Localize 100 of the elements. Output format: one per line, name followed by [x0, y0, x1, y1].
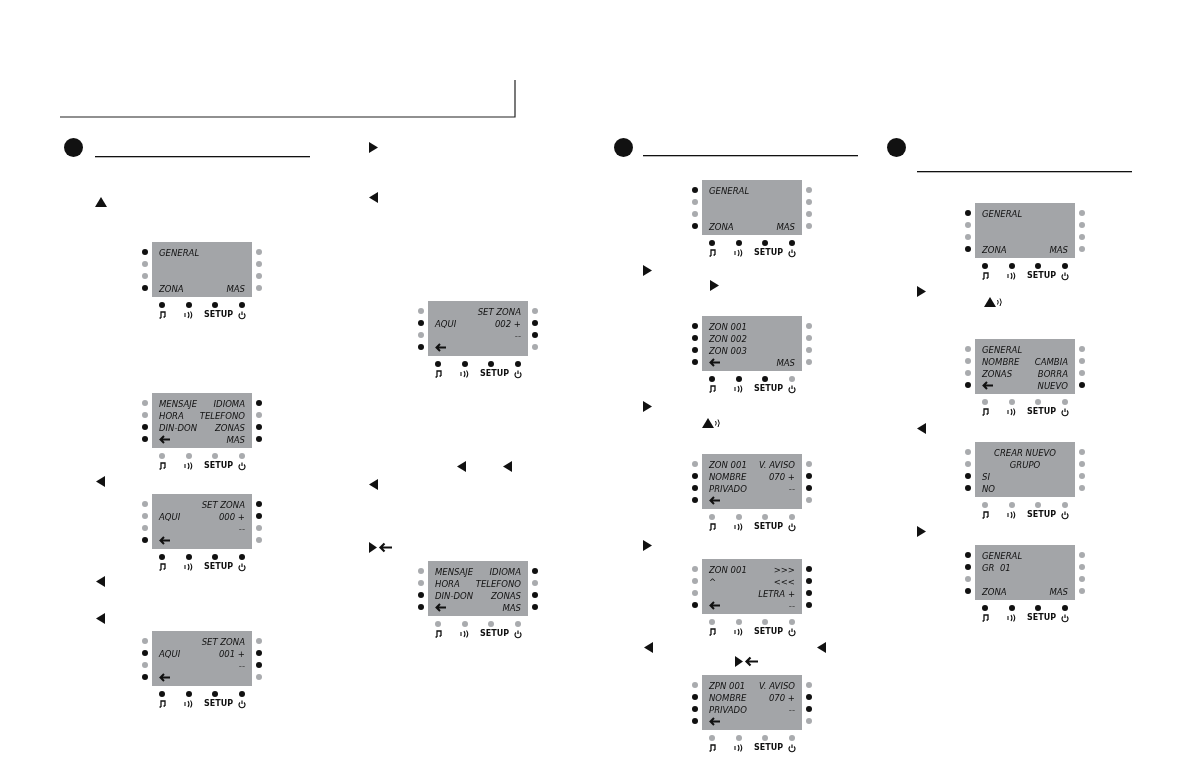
button-label: SETUP	[480, 370, 510, 377]
button-label: SETUP	[480, 630, 510, 637]
display-text: ZON 002	[709, 333, 747, 345]
lcd-screen	[702, 316, 802, 371]
button-label: SETUP	[754, 744, 784, 751]
lcd-screen	[975, 339, 1075, 394]
display-text: --	[788, 704, 795, 716]
display-text: DIN-DON	[435, 590, 474, 602]
display-text: MAS	[1049, 586, 1068, 598]
display-text: --	[238, 660, 245, 672]
display-text: TELEFONO	[199, 410, 245, 422]
lcd-screen	[702, 180, 802, 235]
display-text: ^	[709, 576, 717, 588]
display-text: ZON 001	[709, 564, 747, 576]
display-text: PRIVADO	[709, 483, 747, 495]
button-label: SETUP	[204, 462, 234, 469]
display-text: MAS	[502, 602, 521, 614]
display-text: MAS	[226, 283, 245, 295]
button-label: SETUP	[1027, 511, 1057, 518]
display-text: NOMBRE	[709, 692, 747, 704]
display-text: ZONA	[982, 586, 1007, 598]
display-text: LETRA +	[758, 588, 795, 600]
display-text: GENERAL	[982, 344, 1023, 356]
display-text: SET ZONA	[477, 306, 521, 318]
display-text: V. AVISO	[758, 680, 795, 692]
display-text: >>>	[773, 564, 795, 576]
display-text: GENERAL	[159, 247, 200, 259]
display-text: MAS	[1049, 244, 1068, 256]
display-text: V. AVISO	[758, 459, 795, 471]
display-text: 070 +	[768, 692, 795, 704]
display-text: ZONAS	[982, 368, 1013, 380]
lcd-screen	[152, 393, 252, 448]
display-text: 000 +	[218, 511, 245, 523]
display-text: MENSAJE	[435, 566, 474, 578]
button-label: SETUP	[204, 311, 234, 318]
display-text: SI	[982, 471, 990, 483]
lcd-screen	[975, 442, 1075, 497]
display-text: --	[788, 600, 795, 612]
display-text: HORA	[159, 410, 184, 422]
lcd-screen	[975, 545, 1075, 600]
display-text: GENERAL	[982, 208, 1023, 220]
display-text: ZON 001	[709, 459, 747, 471]
button-label: SETUP	[204, 563, 234, 570]
display-text: HORA	[435, 578, 460, 590]
display-text: GENERAL	[982, 550, 1023, 562]
button-label: SETUP	[754, 628, 784, 635]
display-text: CAMBIA	[1034, 356, 1068, 368]
lcd-screen	[702, 675, 802, 730]
display-text: <<<	[773, 576, 795, 588]
display-text: NOMBRE	[982, 356, 1020, 368]
display-text: ZONA	[159, 283, 184, 295]
display-text: ZON 001	[709, 321, 747, 333]
button-label: SETUP	[754, 385, 784, 392]
button-label: SETUP	[1027, 408, 1057, 415]
button-label: SETUP	[1027, 272, 1057, 279]
display-text: NO	[982, 483, 996, 495]
display-text: AQUI	[159, 648, 181, 660]
display-text: TELEFONO	[475, 578, 521, 590]
lcd-screen	[975, 203, 1075, 258]
lcd-screen	[428, 301, 528, 356]
display-text: 002 +	[494, 318, 521, 330]
display-text: ZPN 001	[709, 680, 746, 692]
display-text: 070 +	[768, 471, 795, 483]
display-text: MENSAJE	[159, 398, 198, 410]
lcd-screen	[428, 561, 528, 616]
display-text: MAS	[776, 357, 795, 369]
lcd-screen	[702, 559, 802, 614]
display-text: GENERAL	[709, 185, 750, 197]
display-text: AQUI	[435, 318, 457, 330]
display-text: ZONA	[982, 244, 1007, 256]
display-text: ZON 003	[709, 345, 747, 357]
display-text: IDIOMA	[213, 398, 245, 410]
display-text: IDIOMA	[489, 566, 521, 578]
button-label: SETUP	[754, 249, 784, 256]
display-text: SET ZONA	[201, 499, 245, 511]
display-text: CREAR NUEVO GRUPO	[992, 447, 1058, 471]
display-text: MAS	[776, 221, 795, 233]
display-text: SET ZONA	[201, 636, 245, 648]
display-text: PRIVADO	[709, 704, 747, 716]
lcd-screen	[152, 631, 252, 686]
display-text: --	[514, 330, 521, 342]
display-text: ZONAS	[490, 590, 521, 602]
display-text: NUEVO	[1037, 380, 1068, 392]
display-text: MAS	[226, 434, 245, 446]
display-text: --	[238, 523, 245, 535]
lcd-screen	[152, 242, 252, 297]
display-text: BORRA	[1037, 368, 1068, 380]
button-label: SETUP	[1027, 614, 1057, 621]
display-text: --	[788, 483, 795, 495]
display-text: 001 +	[218, 648, 245, 660]
display-text: GR 01	[982, 562, 1011, 574]
button-label: SETUP	[204, 700, 234, 707]
lcd-screen	[702, 454, 802, 509]
display-text: AQUI	[159, 511, 181, 523]
display-text: ZONA	[709, 221, 734, 233]
display-text: NOMBRE	[709, 471, 747, 483]
display-text: ZONAS	[214, 422, 245, 434]
button-label: SETUP	[754, 523, 784, 530]
lcd-screen	[152, 494, 252, 549]
display-text: DIN-DON	[159, 422, 198, 434]
